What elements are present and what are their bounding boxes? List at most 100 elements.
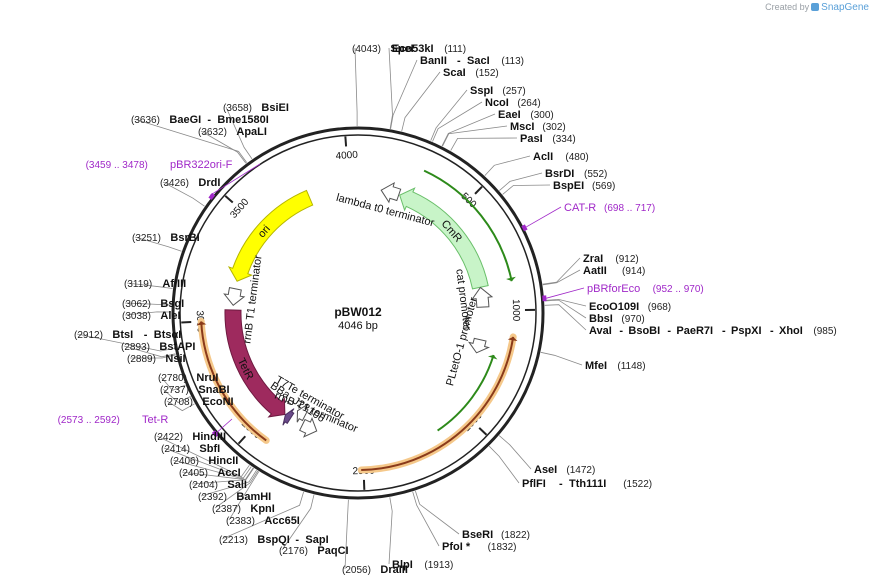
site-position: (111) <box>444 44 466 55</box>
site-position: (300) <box>530 110 553 121</box>
primer-tet-r: (2573 .. 2592)Tet-R <box>58 414 169 426</box>
site-ncoi: NcoI (264) <box>485 97 541 109</box>
site-position: (152) <box>475 68 498 79</box>
leader-snabi-35 <box>162 388 191 404</box>
site-name: AatII <box>583 265 607 277</box>
site-name-extra: Bme1580I <box>217 114 268 126</box>
site-position: (1822) <box>501 530 530 541</box>
site-separator: - <box>295 534 299 546</box>
site-name: AccI <box>217 467 240 479</box>
site-position: (264) <box>517 98 540 109</box>
leader-bsiei-47 <box>225 106 253 160</box>
site-separator: - <box>559 478 563 490</box>
site-name-chain: PspXI <box>731 325 762 337</box>
site-alei: (3038)AleI <box>122 310 181 322</box>
site-position: (3636) <box>131 115 160 126</box>
site-position: (334) <box>552 134 575 145</box>
site-name: AleI <box>160 310 180 322</box>
backbone-outer-ring <box>171 126 545 500</box>
site-name: BspEI <box>553 180 584 192</box>
leader-asei-18 <box>498 435 532 470</box>
site-position: (2176) <box>279 546 308 557</box>
leader-alei-40 <box>124 311 172 316</box>
primer-mark-cat-r <box>521 224 528 232</box>
plasmid-name: pBW012 <box>334 305 382 319</box>
feature-bba-j23106-6 <box>282 408 295 426</box>
site-name: SnaBI <box>198 384 229 396</box>
credit-prefix: Created by <box>765 2 810 12</box>
tick-3000 <box>181 320 192 324</box>
primer-name: CAT-R <box>564 202 596 214</box>
leader-afliii-42 <box>126 282 173 289</box>
site-bsrdi: BsrDI(552) <box>545 168 607 180</box>
site-name: HincII <box>208 455 238 467</box>
site-spei: (4043)SpeI <box>352 43 414 55</box>
primer-leader-pbr322ori-f <box>210 163 261 196</box>
leader-banii-2 <box>390 59 418 129</box>
leader-aatii-13 <box>542 269 581 286</box>
leader-bsgi-41 <box>124 302 172 306</box>
site-position: (113) <box>501 56 524 67</box>
site-name: BsiEI <box>261 102 289 114</box>
primer-range: (2573 .. 2592) <box>58 415 120 426</box>
leader-hincii-31 <box>172 459 254 480</box>
site-econi: (2708) EcoNI <box>164 396 234 408</box>
site-position: (2056) <box>342 565 371 576</box>
leader-kpni-27 <box>214 470 259 509</box>
site-position: (970) <box>621 314 644 325</box>
site-position: (1913) <box>424 560 453 571</box>
site-position: (2780) <box>158 373 187 384</box>
site-bbsi: BbsI(970) <box>589 313 645 325</box>
leader-pfoi-21 <box>412 491 440 547</box>
feature-lambda-t0-terminator-2 <box>380 181 402 204</box>
site-asei: AseI(1472) <box>534 464 595 476</box>
site-position: (3119) <box>124 279 152 290</box>
site-bsrbi: (3251)BsrBI <box>132 232 200 244</box>
feature-t7te-terminator-7 <box>296 404 309 423</box>
site-aatii: AatII(914) <box>583 265 645 277</box>
leader-sspi-4 <box>430 89 468 141</box>
site-sbfi: (2414)SbfI <box>161 443 220 455</box>
site-name: AvaI <box>589 325 612 337</box>
site-position: (2889) <box>127 354 156 365</box>
leader-apali-45 <box>200 130 247 164</box>
leader-paqci-24 <box>281 494 315 551</box>
site-bsgi: (3062)BsgI <box>122 298 184 310</box>
leader-baegi-46 <box>133 118 248 163</box>
site-kpni: (2387)KpnI <box>212 503 275 515</box>
leader-ecoo109i-14 <box>544 298 587 307</box>
leader-bstapi-38 <box>123 345 176 358</box>
site-name: PasI <box>520 133 543 145</box>
site-position: (2708) <box>164 397 193 408</box>
site-blpi: BlpI(1913) <box>392 559 453 571</box>
leader-spei-0 <box>354 47 358 126</box>
site-name: EcoNI <box>202 396 233 408</box>
feature-cmr-0 <box>399 187 489 290</box>
site-position: (3632) <box>198 127 227 138</box>
site-position: (2737) <box>160 385 189 396</box>
site-acli: AclI(480) <box>533 151 589 163</box>
site-position: (2383) <box>226 516 255 527</box>
site-name: MscI <box>510 121 534 133</box>
site-banii: BanII- SacI(113) <box>420 55 524 67</box>
site-eaei: EaeI(300) <box>498 109 554 121</box>
site-paqci: (2176)PaqCI <box>279 545 349 557</box>
primer-pbr322ori-f: (3459 .. 3478)pBR322ori-F <box>86 159 233 171</box>
site-name: NcoI <box>485 97 509 109</box>
site-leader-lines <box>76 47 587 570</box>
site-name-chain: PaeR7I <box>676 325 713 337</box>
site-name: SpeI <box>390 43 413 55</box>
leader-bsrbi-43 <box>134 236 182 252</box>
site-position: (1148) <box>617 361 645 372</box>
site-separator: - <box>144 329 148 341</box>
site-name: Acc65I <box>264 515 299 527</box>
site-scai: ScaI(152) <box>443 67 499 79</box>
site-separator: - <box>722 325 726 337</box>
site-bspqi: (2213)BspQI- SapI <box>219 534 329 546</box>
site-position: (2405) <box>179 468 208 479</box>
site-ecoo109i: EcoO109I(968) <box>589 301 671 313</box>
site-name: NruI <box>196 372 218 384</box>
snapgene-logo-icon <box>811 3 820 11</box>
site-separator: - <box>207 114 211 126</box>
